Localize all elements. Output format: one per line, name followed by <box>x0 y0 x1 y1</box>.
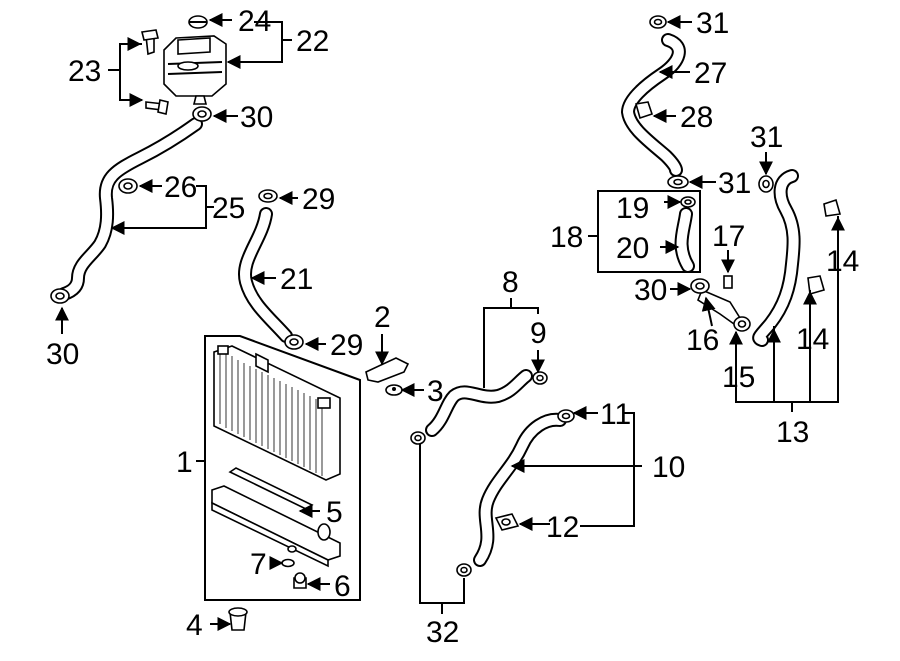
heater-hose-13 <box>752 169 801 347</box>
callout-29-upper: 29 <box>302 183 335 216</box>
callout-8: 8 <box>502 266 519 299</box>
callout-7: 7 <box>250 548 267 581</box>
radiator-assembly <box>204 335 361 601</box>
hose-clamp-31-top <box>649 15 667 29</box>
callout-lines <box>55 13 845 631</box>
radiator-mount-cushion <box>385 384 403 396</box>
callout-numbers: 1 2 3 4 5 6 7 8 9 10 11 12 13 14 14 15 1… <box>46 5 859 649</box>
callout-3: 3 <box>427 375 444 408</box>
hose-clamp-11 <box>557 409 575 423</box>
hose-clamp-32-lower <box>456 563 472 577</box>
callout-19: 19 <box>616 192 649 225</box>
radiator-lower-tank <box>211 467 341 568</box>
callout-28: 28 <box>680 101 713 134</box>
callout-4: 4 <box>186 609 203 642</box>
hose-clip-14-upper <box>823 198 842 217</box>
hose-clamp-9 <box>532 371 548 385</box>
callout-16: 16 <box>686 324 719 357</box>
callout-24: 24 <box>238 5 271 38</box>
upper-radiator-hose-21 <box>238 207 293 343</box>
radiator-bracket <box>365 357 410 383</box>
hose-clamp-30-left <box>50 288 70 304</box>
bolt-17 <box>723 275 733 289</box>
callout-5: 5 <box>326 496 343 529</box>
callout-31-middle: 31 <box>718 167 751 200</box>
reservoir-cap <box>188 15 208 29</box>
radiator-hose-10 <box>473 412 567 567</box>
hose-clip-28 <box>634 101 654 120</box>
callout-6: 6 <box>334 570 351 603</box>
drain-plug-o-ring <box>281 558 295 568</box>
hose-clamp-29-lower <box>284 334 304 350</box>
hose-kit-18-frame <box>597 190 701 273</box>
callout-31-right: 31 <box>750 121 783 154</box>
radiator-core <box>213 345 341 481</box>
callout-10: 10 <box>652 451 685 484</box>
callout-11: 11 <box>600 398 631 431</box>
callout-12: 12 <box>546 511 579 544</box>
hose-clamp-31-middle <box>667 175 689 189</box>
callout-15: 15 <box>722 361 755 394</box>
callout-29-lower: 29 <box>330 329 363 362</box>
hose-clamp-12 <box>494 513 520 531</box>
hose-27 <box>621 33 686 177</box>
callout-22: 22 <box>296 25 329 58</box>
callout-21: 21 <box>280 263 313 296</box>
callout-31-top: 31 <box>696 7 729 40</box>
callout-13: 13 <box>776 416 809 449</box>
hose-clamp-30-reservoir <box>192 106 212 122</box>
hose-fitting-16 <box>697 288 742 326</box>
callout-25: 25 <box>212 192 245 225</box>
callout-18: 18 <box>550 221 583 254</box>
callout-2: 2 <box>374 301 391 334</box>
callout-1: 1 <box>176 446 193 479</box>
coolant-reservoir-tank <box>163 35 227 105</box>
hose-clamp-19 <box>680 196 696 208</box>
callout-30-reservoir: 30 <box>240 101 273 134</box>
hose-clamp-32-upper <box>410 431 426 445</box>
callout-30-right: 30 <box>634 274 667 307</box>
o-ring-15 <box>733 316 751 332</box>
hose-20 <box>674 207 695 273</box>
hose-clip-14-lower <box>807 275 825 296</box>
radiator-cap <box>228 607 248 631</box>
callout-20: 20 <box>616 232 649 265</box>
callout-27: 27 <box>694 57 727 90</box>
callout-32: 32 <box>426 616 459 649</box>
callout-14-lower: 14 <box>796 323 829 356</box>
callout-26: 26 <box>164 171 197 204</box>
reservoir-bolt-lower <box>145 99 169 115</box>
callout-9: 9 <box>530 317 547 350</box>
callout-17: 17 <box>712 220 745 253</box>
radiator-hose-8 <box>425 369 533 437</box>
drain-plug <box>293 572 307 589</box>
reservoir-bolt-upper <box>141 29 159 56</box>
hose-clamp-29-upper <box>258 189 278 203</box>
callout-30-left: 30 <box>46 338 79 371</box>
hose-clamp-30-right <box>690 278 710 294</box>
reservoir-hose <box>57 117 203 301</box>
callout-23: 23 <box>68 55 101 88</box>
hose-clamp-31-right <box>758 175 774 193</box>
callout-14-right: 14 <box>826 245 859 278</box>
hose-clamp-26 <box>118 178 138 194</box>
